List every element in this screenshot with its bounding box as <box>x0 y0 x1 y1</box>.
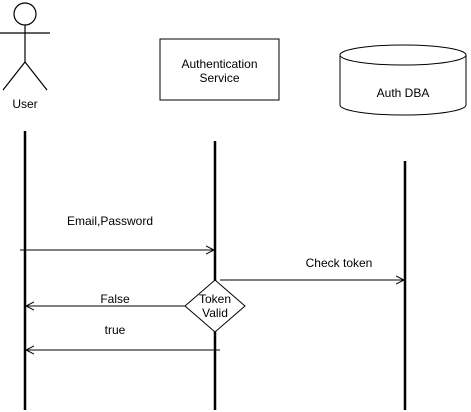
decision-label-line2: Valid <box>202 306 228 320</box>
check-token-label: Check token <box>306 256 373 270</box>
true-label: true <box>105 323 126 337</box>
user-label: User <box>12 97 37 111</box>
auth-service-box <box>159 38 280 101</box>
actor-right-leg <box>24 61 48 91</box>
token-valid-decision <box>184 279 246 333</box>
auth-db-label: Auth DBA <box>377 86 430 100</box>
auth-service-label-line1: Authentication <box>181 57 257 71</box>
actor-left-leg <box>2 61 26 91</box>
false-label: False <box>100 292 130 306</box>
user-actor <box>0 2 50 91</box>
credentials-label: Email,Password <box>67 214 153 228</box>
auth-db-cylinder <box>339 44 467 116</box>
decision-label-line1: Token <box>199 292 231 306</box>
actor-head <box>13 2 37 26</box>
auth-service-label-line2: Service <box>199 71 239 85</box>
